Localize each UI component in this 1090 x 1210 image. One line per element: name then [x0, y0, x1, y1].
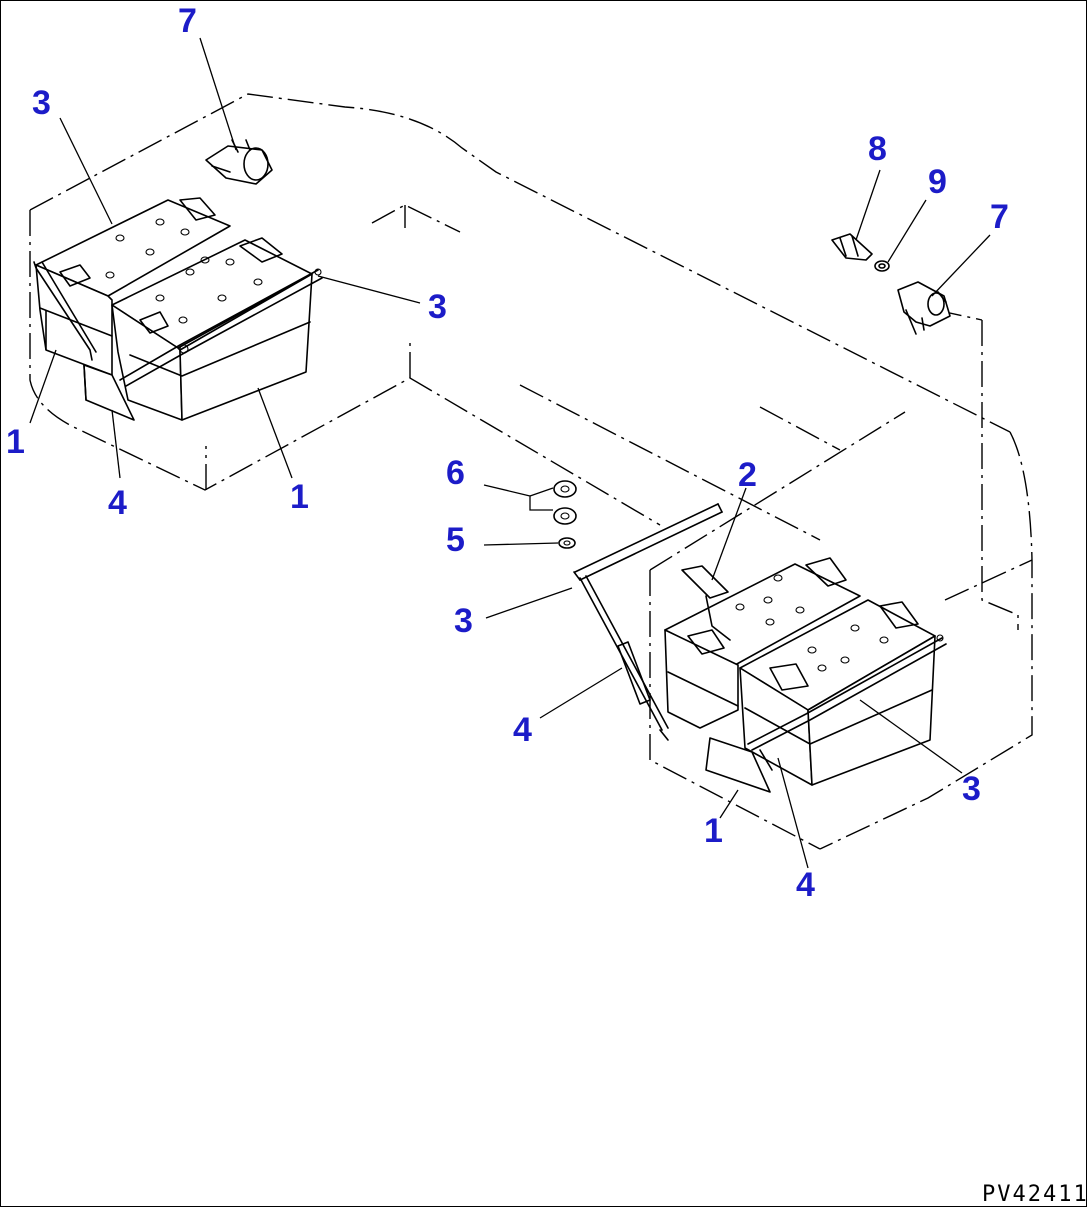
battery-group-right — [664, 557, 947, 793]
callouts: 7 3 3 1 4 1 8 9 7 6 5 2 3 4 3 1 4 — [6, 2, 1009, 904]
leader-lines — [29, 37, 991, 869]
callout-4-lower: 4 — [796, 866, 815, 904]
washer-9 — [874, 260, 890, 272]
nut-6 — [553, 480, 577, 525]
callout-1-left: 1 — [6, 423, 25, 461]
callout-3-upper-left: 3 — [32, 84, 51, 122]
battery-group-left — [33, 197, 323, 421]
callout-7-upper: 7 — [178, 2, 197, 40]
drawing-code: PV42411 — [982, 1182, 1089, 1207]
callout-7-right: 7 — [990, 198, 1009, 236]
callout-1-lower: 1 — [704, 812, 723, 850]
rod-4-loose — [579, 575, 669, 741]
body-outline — [29, 93, 1033, 850]
callout-4-left: 4 — [108, 484, 127, 522]
battery-relay-right — [897, 281, 951, 335]
washer-5 — [558, 537, 576, 549]
bar-3-loose — [573, 503, 723, 581]
callout-3-lower-right: 3 — [962, 770, 981, 808]
callout-9: 9 — [928, 163, 947, 201]
callout-1-left-front: 1 — [290, 478, 309, 516]
callout-8: 8 — [868, 130, 887, 168]
callout-6: 6 — [446, 454, 465, 492]
callout-3-centre: 3 — [454, 602, 473, 640]
battery-relay-upper — [205, 139, 273, 185]
bolt-8 — [831, 233, 873, 261]
callout-5: 5 — [446, 521, 465, 559]
callout-4-centre: 4 — [513, 711, 532, 749]
callout-2: 2 — [738, 456, 757, 494]
callout-3-upper-right: 3 — [428, 288, 447, 326]
